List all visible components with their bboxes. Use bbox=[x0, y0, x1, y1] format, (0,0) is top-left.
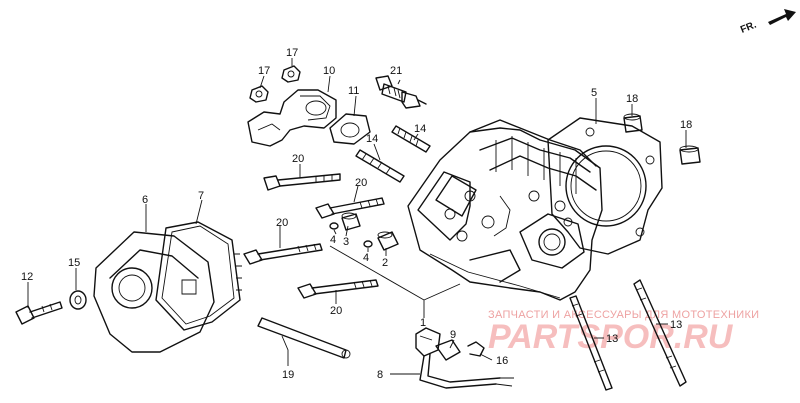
nut-lower bbox=[249, 85, 269, 103]
watermark-tagline: ЗАПЧАСТИ И АКСЕССУАРЫ ДЛЯ МОТОТЕХНИКИ bbox=[488, 309, 759, 321]
callout-13a: 13 bbox=[606, 333, 618, 345]
callout-1: 1 bbox=[420, 317, 426, 329]
callout-10: 10 bbox=[323, 65, 335, 77]
callout-20b: 20 bbox=[355, 177, 367, 189]
dowel-pin-upper bbox=[623, 113, 643, 133]
stud-bolt-lower bbox=[355, 149, 405, 183]
callout-13b: 13 bbox=[670, 319, 682, 331]
nut-upper bbox=[281, 65, 301, 83]
callout-14b: 14 bbox=[366, 133, 378, 145]
callout-3: 3 bbox=[343, 236, 349, 248]
bolt-a bbox=[263, 173, 341, 191]
dowel-collar-3 bbox=[341, 212, 361, 231]
callout-6: 6 bbox=[142, 194, 148, 206]
callout-7: 7 bbox=[198, 190, 204, 202]
bolt-d bbox=[297, 279, 379, 299]
front-direction-arrow: FR. bbox=[739, 9, 796, 36]
head-gasket bbox=[547, 117, 663, 255]
callout-4a: 4 bbox=[330, 234, 336, 246]
callout-14a: 14 bbox=[414, 123, 426, 135]
callout-20d: 20 bbox=[330, 305, 342, 317]
bolt-b bbox=[315, 197, 385, 219]
breather-tube bbox=[257, 317, 351, 359]
callout-17b: 17 bbox=[258, 65, 270, 77]
callout-2: 2 bbox=[382, 257, 388, 269]
cover-bolt bbox=[15, 301, 63, 325]
callout-20c: 20 bbox=[276, 217, 288, 229]
spark-plug bbox=[375, 75, 427, 109]
dowel-pin-lower bbox=[679, 145, 701, 165]
o-ring-a bbox=[329, 222, 339, 230]
sealing-washer bbox=[69, 290, 87, 310]
leader-lines bbox=[27, 58, 687, 375]
head-cover bbox=[93, 231, 215, 353]
intake-pipe bbox=[247, 89, 337, 147]
front-label: FR. bbox=[739, 19, 758, 35]
callout-17a: 17 bbox=[286, 47, 298, 59]
arrow-icon bbox=[768, 9, 796, 25]
bolt-c bbox=[243, 243, 323, 265]
callout-12: 12 bbox=[21, 271, 33, 283]
callout-20a: 20 bbox=[292, 153, 304, 165]
temperature-sensor bbox=[415, 327, 514, 389]
o-ring-b bbox=[363, 240, 373, 248]
callout-19: 19 bbox=[282, 369, 294, 381]
cylinder-head bbox=[407, 119, 603, 301]
wire-clip bbox=[467, 341, 485, 357]
long-stud-left bbox=[569, 295, 613, 391]
callout-labels: 1 2 3 4 4 5 6 7 8 9 10 11 12 13 13 14 14… bbox=[21, 47, 692, 381]
callout-8: 8 bbox=[377, 369, 383, 381]
callout-11: 11 bbox=[348, 85, 359, 97]
dowel-collar-2 bbox=[377, 231, 399, 251]
intake-gasket bbox=[329, 113, 371, 145]
callout-15: 15 bbox=[68, 257, 80, 269]
callout-9: 9 bbox=[450, 329, 456, 341]
stud-bolt-upper bbox=[391, 125, 431, 153]
watermark: ЗАПЧАСТИ И АКСЕССУАРЫ ДЛЯ МОТОТЕХНИКИ PA… bbox=[488, 309, 759, 356]
callout-5: 5 bbox=[591, 87, 597, 99]
callout-21: 21 bbox=[390, 65, 402, 77]
watermark-brand: PARTSPOR.RU bbox=[488, 318, 734, 356]
sensor-cap bbox=[435, 339, 461, 361]
callout-4b: 4 bbox=[363, 252, 369, 264]
long-stud-right bbox=[633, 279, 687, 387]
head-cover-gasket bbox=[155, 221, 242, 331]
callout-18a: 18 bbox=[626, 93, 638, 105]
callout-16: 16 bbox=[496, 355, 508, 367]
callout-18b: 18 bbox=[680, 119, 692, 131]
